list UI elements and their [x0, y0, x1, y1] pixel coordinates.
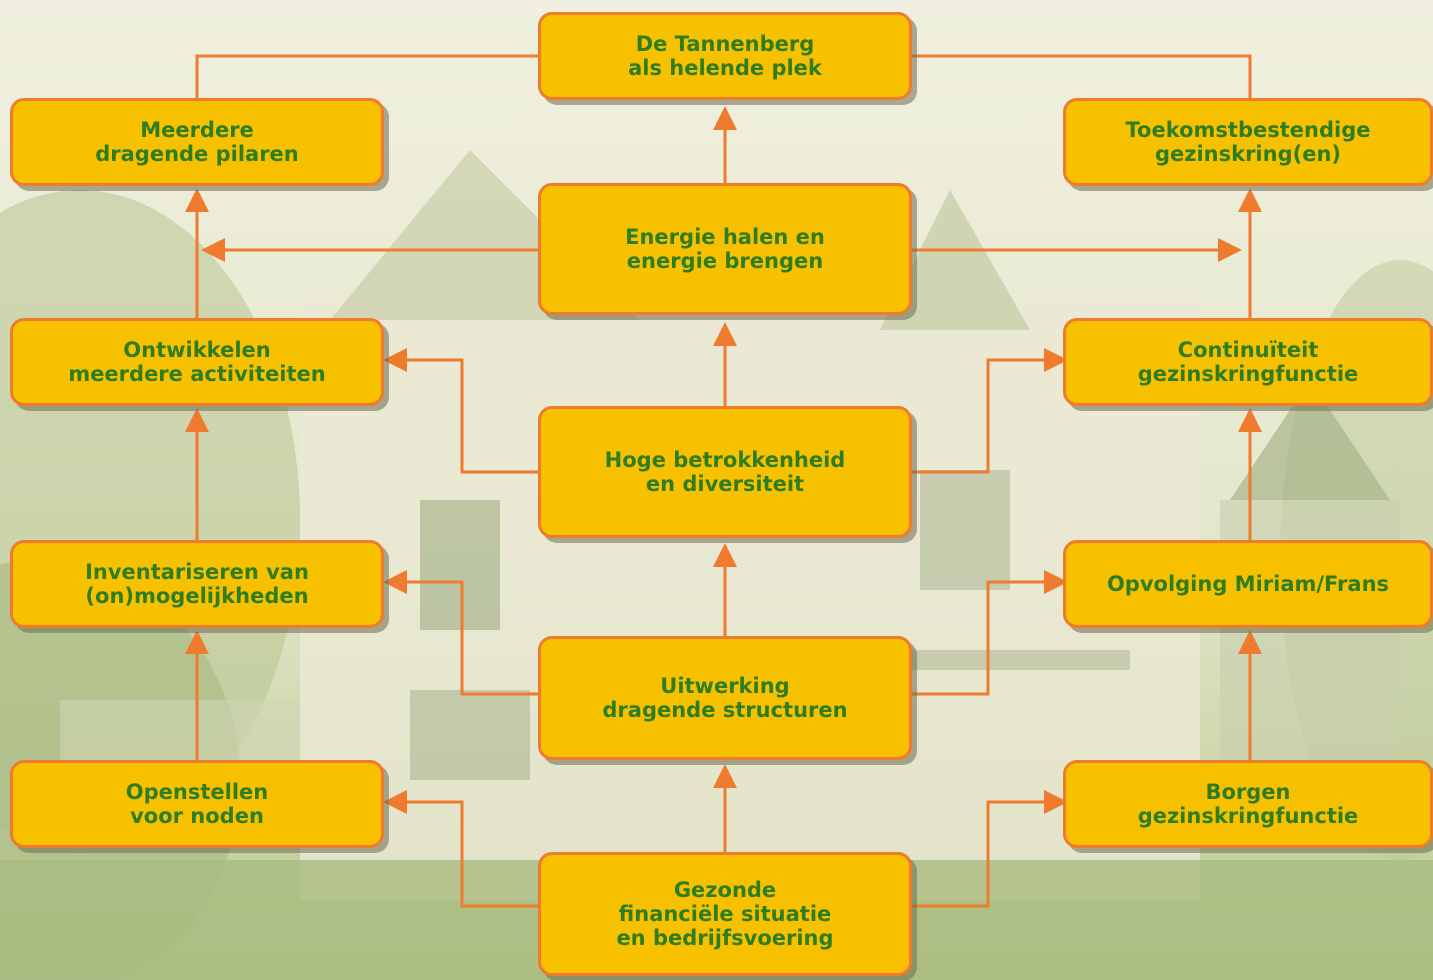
arrowhead-right-energie [1218, 238, 1242, 262]
node-borgen-gezinskringfunctie: Borgen gezinskringfunctie [1063, 760, 1433, 848]
arrow-gezonde-to-borgen [910, 800, 1056, 908]
arrow-betrokkenheid-to-continuiteit [910, 358, 1056, 474]
node-de-tannenberg-label: De Tannenberg als helende plek [628, 32, 822, 80]
node-uitwerking-dragende-structuren-label: Uitwerking dragende structuren [602, 674, 848, 722]
arrow-uitwerking-to-inventariseren [395, 580, 540, 696]
arrowhead-left-energie [201, 238, 225, 262]
arrowhead-uitwerking [713, 764, 737, 788]
node-hoge-betrokkenheid-label: Hoge betrokkenheid en diversiteit [604, 448, 846, 496]
node-ontwikkelen-meerdere-activiteiten-label: Ontwikkelen meerdere activiteiten [68, 338, 326, 386]
node-continuiteit-gezinskringfunctie-label: Continuïteit gezinskringfunctie [1137, 338, 1359, 386]
node-meerdere-dragende-pilaren: Meerdere dragende pilaren [10, 98, 384, 186]
node-opvolging-miriam-frans: Opvolging Miriam/Frans [1063, 540, 1433, 628]
arrow-betrokkenheid-to-ontwikkelen [395, 358, 540, 474]
arrowhead-tannenberg [713, 106, 737, 130]
arrowhead-continuiteit [1238, 408, 1262, 432]
node-de-tannenberg: De Tannenberg als helende plek [538, 12, 912, 100]
connector-toekomst-tannenberg [910, 54, 1252, 98]
arrowhead-ontwikkelen [185, 408, 209, 432]
node-openstellen-voor-noden: Openstellen voor noden [10, 760, 384, 848]
arrowhead-left-inventariseren [383, 570, 407, 594]
arrowhead-energie [713, 322, 737, 346]
node-meerdere-dragende-pilaren-label: Meerdere dragende pilaren [95, 118, 299, 166]
node-toekomstbestendige-gezinskring-label: Toekomstbestendige gezinskring(en) [1125, 118, 1371, 166]
node-openstellen-voor-noden-label: Openstellen voor noden [125, 780, 269, 828]
arrowhead-betrokkenheid [713, 543, 737, 567]
node-uitwerking-dragende-structuren: Uitwerking dragende structuren [538, 636, 912, 760]
arrowhead-right-continuiteit [1044, 348, 1068, 372]
node-continuiteit-gezinskringfunctie: Continuïteit gezinskringfunctie [1063, 318, 1433, 406]
node-energie-halen-en-brengen: Energie halen en energie brengen [538, 183, 912, 315]
node-toekomstbestendige-gezinskring: Toekomstbestendige gezinskring(en) [1063, 98, 1433, 186]
node-ontwikkelen-meerdere-activiteiten: Ontwikkelen meerdere activiteiten [10, 318, 384, 406]
node-opvolging-miriam-frans-label: Opvolging Miriam/Frans [1106, 572, 1390, 596]
arrowhead-toekomst [1238, 188, 1262, 212]
node-gezonde-financiele-situatie-label: Gezonde financiële situatie en bedrijfsv… [616, 878, 834, 950]
node-borgen-gezinskringfunctie-label: Borgen gezinskringfunctie [1137, 780, 1359, 828]
node-inventariseren-mogelijkheden-label: Inventariseren van (on)mogelijkheden [85, 560, 309, 608]
arrow-gezonde-to-openstellen [395, 800, 540, 908]
node-hoge-betrokkenheid: Hoge betrokkenheid en diversiteit [538, 406, 912, 538]
arrowhead-inventariseren [185, 630, 209, 654]
arrowhead-right-opvolging [1044, 570, 1068, 594]
connector-pilaren-tannenberg [195, 54, 540, 98]
arrow-uitwerking-to-opvolging [910, 580, 1056, 696]
arrowhead-left-openstellen [383, 790, 407, 814]
arrowhead-pilaren [185, 188, 209, 212]
arrowhead-opvolging [1238, 630, 1262, 654]
arrowhead-right-borgen [1044, 790, 1068, 814]
node-gezonde-financiele-situatie: Gezonde financiële situatie en bedrijfsv… [538, 852, 912, 976]
node-energie-halen-en-brengen-label: Energie halen en energie brengen [625, 225, 825, 273]
arrowhead-left-ontwikkelen [383, 348, 407, 372]
node-inventariseren-mogelijkheden: Inventariseren van (on)mogelijkheden [10, 540, 384, 628]
